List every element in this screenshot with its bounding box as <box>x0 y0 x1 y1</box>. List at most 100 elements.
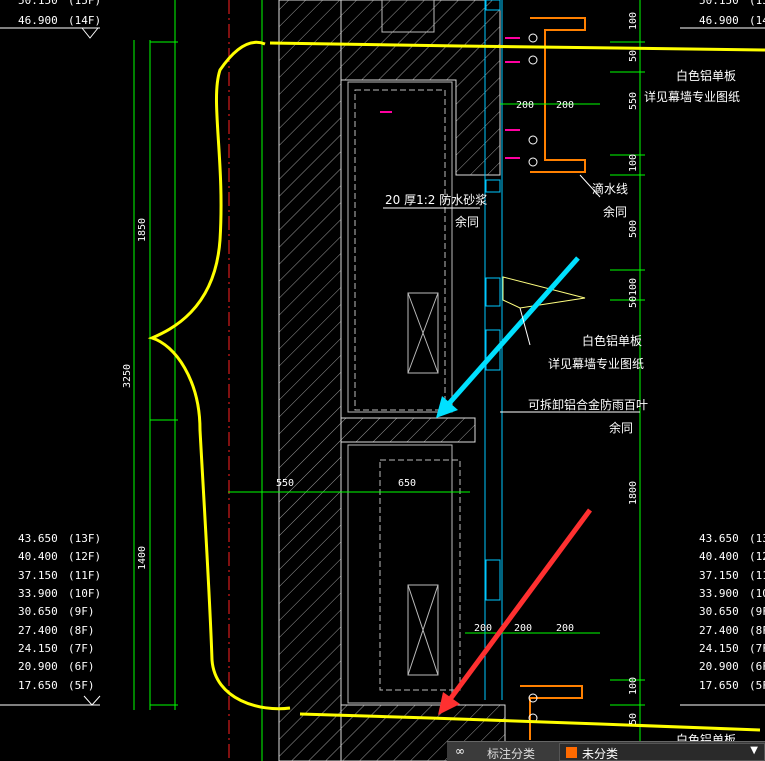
right-level-elevation: 24.150 <box>699 642 739 655</box>
right-level-elevation: 27.400 <box>699 624 739 637</box>
dim-100-a: 100 <box>628 12 639 30</box>
left-level-elevation: 43.650 <box>18 532 58 545</box>
left-dimension-lines <box>133 0 178 710</box>
dim-1800: 1800 <box>628 481 639 505</box>
left-level-elevation: 33.900 <box>18 587 58 600</box>
left-level-elevation: 17.650 <box>18 679 58 692</box>
anchor-bolts <box>380 37 520 159</box>
right-level-floor: (15F <box>749 0 765 7</box>
dim-50-a: 50 <box>628 50 639 62</box>
right-level-floor: (9F <box>749 605 765 618</box>
left-level-elevation: 46.900 <box>18 14 58 27</box>
left-level-floor: (12F) <box>68 550 101 563</box>
chevron-down-icon[interactable]: ▼ <box>750 745 758 756</box>
left-level-floor: (6F) <box>68 660 95 673</box>
note-mortar: 20 厚1:2 防水砂浆 <box>385 192 487 207</box>
note-same-3: 余同 <box>609 420 633 435</box>
dim-1850: 1850 <box>137 218 148 242</box>
dim-550-horizontal: 550 <box>276 478 294 489</box>
note-same-1: 余同 <box>455 214 479 229</box>
note-louver: 可拆卸铝合金防雨百叶 <box>528 397 648 412</box>
window-frames <box>347 0 461 704</box>
left-level-floor: (11F) <box>68 569 101 582</box>
dim-50-c: 50 <box>628 713 639 725</box>
dim-3250: 3250 <box>122 364 133 388</box>
right-level-floor: (7F <box>749 642 765 655</box>
aluminium-panels <box>520 17 586 740</box>
left-level-elevation: 24.150 <box>18 642 58 655</box>
dim-200-b: 200 <box>556 100 574 111</box>
concrete-wall <box>278 0 342 761</box>
right-level-elevation: 46.900 <box>699 14 739 27</box>
dim-650-horizontal: 650 <box>398 478 416 489</box>
left-level-labels: 50.150 (15F) 46.900 (14F) 43.650 (13F) 40.400 (… <box>18 0 101 692</box>
right-dimension-lines <box>228 0 645 761</box>
right-level-labels: 50.150(15F46.900(14F43.650(13F40.400(12F… <box>699 0 765 692</box>
leader-lines <box>383 174 640 413</box>
left-level-elevation: 37.150 <box>18 569 58 582</box>
red-arrow <box>438 508 593 715</box>
note-drip-line: 滴水线 <box>592 181 628 196</box>
dim-100-b: 100 <box>628 154 639 172</box>
left-level-floor: (5F) <box>68 679 95 692</box>
right-level-floor: (8F <box>749 624 765 637</box>
dim-100-c: 100 <box>628 278 639 296</box>
right-level-elevation: 40.400 <box>699 550 739 563</box>
left-level-floor: (9F) <box>68 605 95 618</box>
right-level-floor: (5F <box>749 679 765 692</box>
right-level-elevation: 20.900 <box>699 660 739 673</box>
right-level-floor: (6F <box>749 660 765 673</box>
category-value: 未分类 <box>582 747 619 761</box>
dim-100-d: 100 <box>628 677 639 695</box>
category-label: 标注分类 <box>487 747 536 761</box>
right-level-elevation: 33.900 <box>699 587 739 600</box>
category-color-swatch <box>566 747 577 758</box>
dim-200-a: 200 <box>516 100 534 111</box>
link-icon[interactable]: ∞ <box>455 744 465 758</box>
upper-slab <box>340 0 501 176</box>
left-level-elevation: 50.150 <box>18 0 58 7</box>
dim-50-b: 50 <box>628 296 639 308</box>
left-level-floor: (14F) <box>68 14 101 27</box>
dim-1400: 1400 <box>137 546 148 570</box>
left-level-elevation: 40.400 <box>18 550 58 563</box>
note-white-panel-2: 白色铝单板 <box>582 333 642 348</box>
left-level-floor: (10F) <box>68 587 101 600</box>
category-dropdown[interactable]: 未分类 ▼ <box>559 743 765 761</box>
note-same-2: 余同 <box>603 204 627 219</box>
left-level-floor: (8F) <box>68 624 95 637</box>
right-level-elevation: 30.650 <box>699 605 739 618</box>
left-level-elevation: 30.650 <box>18 605 58 618</box>
dim-200-c: 200 <box>474 623 492 634</box>
curtain-wall <box>484 0 503 700</box>
left-level-floor: (15F) <box>68 0 101 7</box>
left-level-elevation: 27.400 <box>18 624 58 637</box>
right-level-elevation: 43.650 <box>699 532 739 545</box>
bottom-highlight-line <box>299 712 761 732</box>
right-level-floor: (10F <box>749 587 765 600</box>
note-white-panel-1: 白色铝单板 <box>676 68 736 83</box>
brace-annotation <box>147 40 291 711</box>
left-level-floor: (7F) <box>68 642 95 655</box>
cyan-arrow <box>436 256 580 418</box>
right-level-elevation: 50.150 <box>699 0 739 7</box>
dim-200-d: 200 <box>514 623 532 634</box>
note-curtain-wall-2: 详见幕墙专业图纸 <box>548 356 644 371</box>
mid-beam <box>340 417 476 443</box>
right-level-elevation: 17.650 <box>699 679 739 692</box>
left-level-floor: (13F) <box>68 532 101 545</box>
bolt-circles <box>528 33 538 723</box>
right-level-floor: (12F <box>749 550 765 563</box>
annotation-category-toolbar: ∞ 标注分类 未分类 ▼ <box>447 741 765 761</box>
dim-550: 550 <box>628 92 639 110</box>
note-curtain-wall-1: 详见幕墙专业图纸 <box>644 89 740 104</box>
right-level-elevation: 37.150 <box>699 569 739 582</box>
left-level-elevation: 20.900 <box>18 660 58 673</box>
dim-200-e: 200 <box>556 623 574 634</box>
level-lines <box>0 27 765 706</box>
right-level-floor: (13F <box>749 532 765 545</box>
right-level-floor: (11F <box>749 569 765 582</box>
rain-louver <box>502 276 586 309</box>
